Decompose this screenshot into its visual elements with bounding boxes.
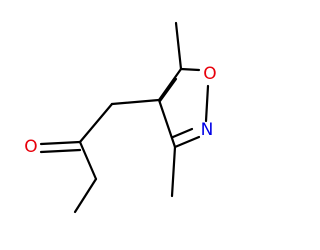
bond-ethyl-methyl bbox=[73, 177, 98, 214]
bond-c5-methyl bbox=[174, 21, 183, 71]
bond-c5-c4-double bbox=[158, 77, 178, 103]
bond-co-double-1 bbox=[39, 140, 82, 146]
bond-c4-c3 bbox=[157, 98, 177, 149]
bond-carbonyl-ethyl bbox=[78, 140, 98, 181]
bond-c3-methyl bbox=[170, 145, 177, 198]
bond-c4-ch2 bbox=[110, 98, 161, 106]
bond-o1-n2 bbox=[204, 84, 210, 123]
bond-ch2-carbonyl bbox=[78, 102, 114, 144]
bond-c5-o1 bbox=[179, 67, 201, 72]
bond-c3-n2-double bbox=[171, 127, 194, 139]
atom-label-ring-oxygen: O bbox=[203, 64, 216, 84]
bond-c5-c4 bbox=[157, 67, 183, 102]
bond-c3-n2 bbox=[173, 135, 201, 149]
atom-label-ring-nitrogen: N bbox=[201, 120, 214, 140]
bond-co-double-2 bbox=[39, 148, 82, 154]
atom-label-carbonyl-oxygen: O bbox=[24, 137, 37, 157]
structure-diagram: O N O bbox=[24, 21, 217, 214]
